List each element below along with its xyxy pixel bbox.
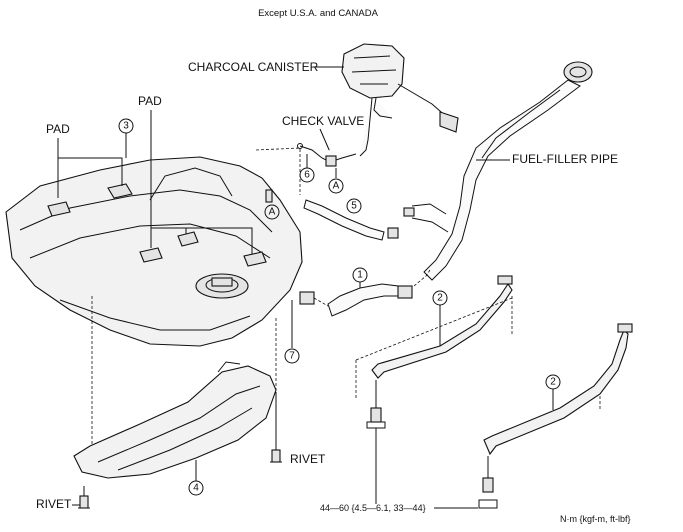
charcoal-canister-label: CHARCOAL CANISTER	[188, 60, 319, 74]
fuel-filler-pipe	[403, 61, 593, 281]
svg-text:1: 1	[357, 270, 363, 281]
svg-text:3: 3	[123, 121, 129, 132]
rivet-label-left: RIVET	[36, 497, 72, 511]
callout-2-upper: 2	[432, 290, 448, 346]
torque-spec: 44—60 {4.5—6.1, 33—44}	[320, 503, 426, 513]
svg-text:4: 4	[193, 483, 199, 494]
rivet-right: RIVET	[270, 392, 326, 466]
svg-text:5: 5	[351, 201, 357, 212]
tank-strap-lower	[483, 323, 633, 456]
hose-5	[303, 199, 399, 241]
heat-shield	[73, 361, 277, 479]
callout-5: 5	[346, 198, 362, 214]
callout-3: 3	[118, 118, 134, 158]
charcoal-canister	[341, 43, 459, 157]
pad-label-left: PAD	[46, 122, 70, 136]
svg-text:A: A	[333, 181, 340, 192]
svg-text:6: 6	[304, 170, 310, 181]
callout-6: 6	[299, 154, 315, 183]
pad-3	[107, 183, 133, 199]
tank-pads	[47, 183, 267, 267]
header-note: Except U.S.A. and CANADA	[258, 8, 379, 19]
check-valve-label: CHECK VALVE	[282, 114, 364, 128]
strap-bolt-lower	[478, 456, 498, 509]
pad-label-top: PAD	[138, 94, 162, 108]
pad-right	[243, 251, 267, 267]
callout-4: 4	[188, 460, 204, 496]
rivet-left: RIVET	[36, 486, 90, 511]
pad-center	[139, 247, 163, 263]
hose-1	[299, 283, 413, 317]
strap-bolt-upper	[366, 380, 386, 492]
svg-text:2: 2	[550, 377, 556, 388]
marker-a-tank: A	[264, 189, 280, 220]
torque-units: N·m {kgf-m, ft-lbf}	[560, 514, 631, 524]
callout-7: 7	[284, 300, 300, 364]
filler-neck-cap	[563, 61, 593, 83]
callout-2-lower: 2	[545, 374, 561, 410]
svg-text:7: 7	[289, 351, 295, 362]
check-valve	[297, 143, 357, 167]
callout-1: 1	[352, 267, 368, 288]
pad-left	[47, 201, 71, 217]
rivet-label-right: RIVET	[290, 452, 326, 466]
svg-text:A: A	[269, 207, 276, 218]
marker-a-top: A	[328, 168, 344, 194]
fuel-filler-pipe-label: FUEL-FILLER PIPE	[512, 152, 618, 166]
pad-mid	[177, 231, 199, 247]
svg-text:2: 2	[437, 293, 443, 304]
